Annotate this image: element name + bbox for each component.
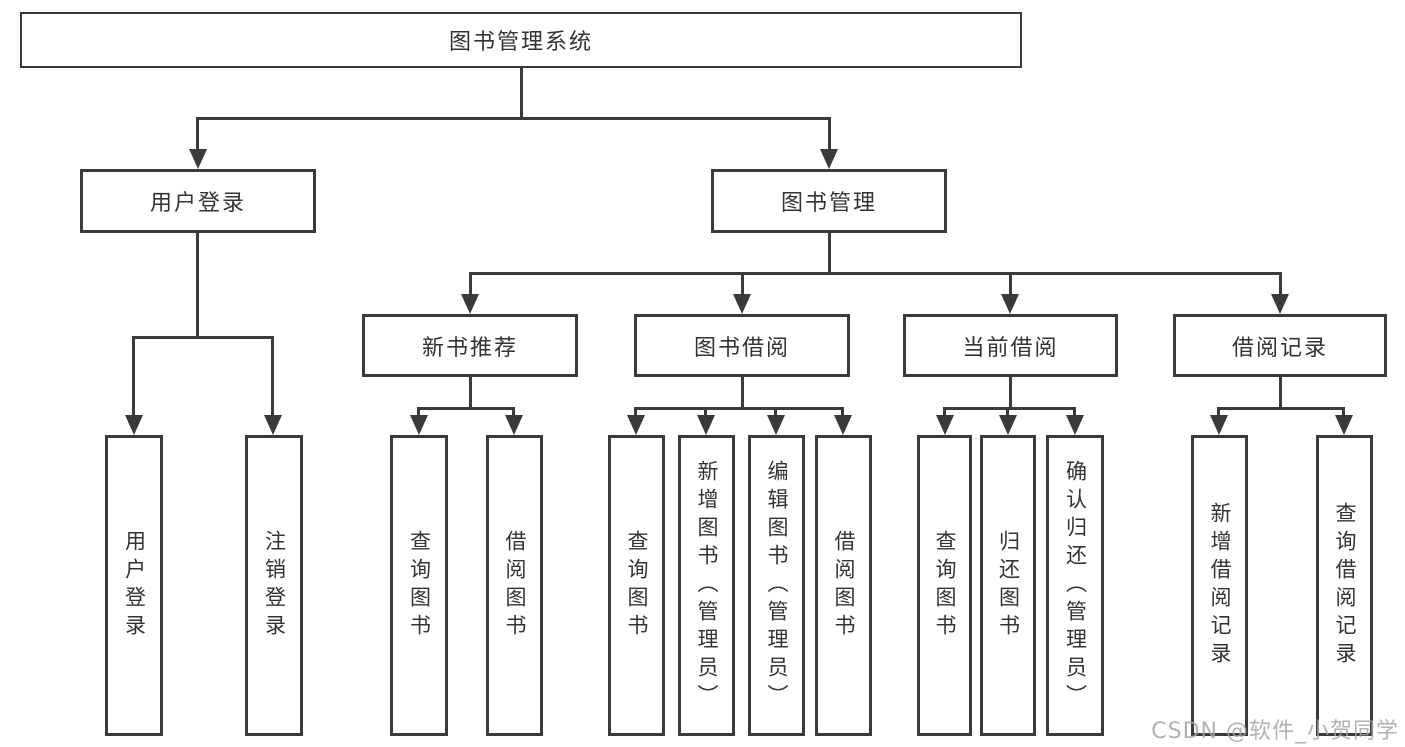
connector-records-stem bbox=[1279, 377, 1282, 410]
connector-mgmt-drop-4 bbox=[1279, 272, 1282, 298]
leaf-borrow-borrow-books-label: 借阅图书 bbox=[832, 529, 856, 642]
arrowhead-borrow-borrow bbox=[834, 415, 852, 435]
node-root: 图书管理系统 bbox=[20, 12, 1022, 68]
arrowhead-current-confirm bbox=[1066, 415, 1084, 435]
connector-root-bar bbox=[197, 117, 831, 120]
connector-borrow-drop-1 bbox=[634, 407, 637, 419]
connector-current-drop-3 bbox=[1073, 407, 1076, 419]
leaf-confirm-return-admin: 确认归还（管理员） bbox=[1046, 435, 1104, 736]
connector-records-bar bbox=[1219, 407, 1345, 410]
leaf-logout: 注销登录 bbox=[245, 435, 303, 736]
leaf-recommend-query-books-label: 查询图书 bbox=[407, 529, 432, 642]
connector-current-drop-2 bbox=[1006, 407, 1009, 419]
connector-borrow-bar bbox=[636, 407, 844, 410]
connector-root-left-drop bbox=[196, 117, 199, 151]
leaf-query-borrow-record-label: 查询借阅记录 bbox=[1333, 501, 1357, 670]
leaf-edit-book-admin-label: 编辑图书（管理员） bbox=[765, 459, 789, 712]
leaf-recommend-borrow-books: 借阅图书 bbox=[486, 435, 543, 736]
connector-borrow-drop-3 bbox=[774, 407, 777, 419]
arrowhead-borrow-query bbox=[627, 415, 645, 435]
arrowhead-book-management bbox=[820, 149, 838, 169]
connector-borrow-drop-2 bbox=[704, 407, 707, 419]
arrowhead-current-query bbox=[936, 415, 954, 435]
node-new-book-recommend-label: 新书推荐 bbox=[421, 335, 518, 361]
node-current-borrow-label: 当前借阅 bbox=[962, 335, 1059, 361]
node-root-label: 图书管理系统 bbox=[448, 30, 593, 55]
arrowhead-current-borrow bbox=[1001, 294, 1019, 314]
node-book-borrow: 图书借阅 bbox=[634, 314, 850, 377]
connector-borrow-drop-4 bbox=[841, 407, 844, 419]
leaf-current-query-books: 查询图书 bbox=[917, 435, 972, 736]
leaf-user-login-label: 用户登录 bbox=[122, 529, 147, 642]
node-current-borrow: 当前借阅 bbox=[903, 314, 1118, 377]
node-book-management-label: 图书管理 bbox=[780, 191, 877, 216]
leaf-user-login: 用户登录 bbox=[105, 435, 163, 736]
node-new-book-recommend: 新书推荐 bbox=[362, 314, 578, 377]
connector-borrow-stem bbox=[741, 377, 744, 410]
leaf-logout-label: 注销登录 bbox=[262, 529, 287, 642]
leaf-borrow-query-books-label: 查询图书 bbox=[625, 529, 649, 642]
leaf-recommend-borrow-books-label: 借阅图书 bbox=[503, 529, 527, 642]
connector-current-stem bbox=[1009, 377, 1012, 410]
connector-login-bar bbox=[134, 336, 274, 339]
arrowhead-borrow-add bbox=[697, 415, 715, 435]
leaf-add-book-admin: 新增图书（管理员） bbox=[678, 435, 735, 736]
connector-recommend-drop-1 bbox=[417, 407, 420, 419]
connector-recommend-stem bbox=[469, 377, 472, 410]
node-user-login-label: 用户登录 bbox=[149, 191, 246, 216]
connector-mgmt-drop-1 bbox=[469, 272, 472, 298]
leaf-query-borrow-record: 查询借阅记录 bbox=[1316, 435, 1373, 736]
arrowhead-new-book-recommend bbox=[461, 294, 479, 314]
connector-mgmt-bar bbox=[470, 272, 1281, 275]
arrowhead-leaf-logout bbox=[264, 415, 282, 435]
leaf-edit-book-admin: 编辑图书（管理员） bbox=[748, 435, 805, 736]
connector-login-drop-2 bbox=[271, 336, 274, 418]
connector-root-stem bbox=[520, 68, 523, 120]
connector-current-drop-1 bbox=[943, 407, 946, 419]
connector-mgmt-drop-3 bbox=[1009, 272, 1012, 298]
connector-recommend-bar bbox=[419, 407, 515, 410]
node-book-management: 图书管理 bbox=[711, 169, 947, 233]
arrowhead-recommend-query bbox=[410, 415, 428, 435]
node-book-borrow-label: 图书借阅 bbox=[693, 335, 790, 361]
arrowhead-recommend-borrow bbox=[505, 415, 523, 435]
connector-current-bar bbox=[945, 407, 1076, 410]
leaf-recommend-query-books: 查询图书 bbox=[390, 435, 448, 736]
connector-login-stem bbox=[196, 233, 199, 339]
leaf-return-books: 归还图书 bbox=[980, 435, 1036, 736]
connector-recommend-drop-2 bbox=[512, 407, 515, 419]
arrowhead-borrow-records bbox=[1271, 294, 1289, 314]
leaf-borrow-borrow-books: 借阅图书 bbox=[815, 435, 872, 736]
leaf-add-borrow-record-label: 新增借阅记录 bbox=[1208, 501, 1232, 670]
connector-mgmt-stem bbox=[828, 233, 831, 275]
watermark: CSDN @软件_小贺同学 bbox=[1151, 719, 1399, 744]
connector-records-drop-1 bbox=[1217, 407, 1220, 419]
leaf-borrow-query-books: 查询图书 bbox=[608, 435, 665, 736]
connector-records-drop-2 bbox=[1342, 407, 1345, 419]
leaf-add-book-admin-label: 新增图书（管理员） bbox=[695, 459, 719, 712]
arrowhead-records-add bbox=[1210, 415, 1228, 435]
arrowhead-borrow-edit bbox=[767, 415, 785, 435]
node-user-login: 用户登录 bbox=[80, 169, 316, 233]
node-borrow-records-label: 借阅记录 bbox=[1231, 335, 1328, 361]
arrowhead-current-return bbox=[999, 415, 1017, 435]
connector-root-right-drop bbox=[828, 117, 831, 151]
leaf-current-query-books-label: 查询图书 bbox=[933, 529, 957, 642]
node-borrow-records: 借阅记录 bbox=[1173, 314, 1387, 377]
leaf-add-borrow-record: 新增借阅记录 bbox=[1191, 435, 1248, 736]
arrowhead-leaf-user-login bbox=[125, 415, 143, 435]
connector-mgmt-drop-2 bbox=[741, 272, 744, 298]
arrowhead-records-query bbox=[1335, 415, 1353, 435]
arrowhead-user-login bbox=[189, 149, 207, 169]
leaf-return-books-label: 归还图书 bbox=[996, 529, 1021, 642]
leaf-confirm-return-admin-label: 确认归还（管理员） bbox=[1063, 459, 1088, 712]
arrowhead-book-borrow bbox=[733, 294, 751, 314]
connector-login-drop-1 bbox=[132, 336, 135, 418]
